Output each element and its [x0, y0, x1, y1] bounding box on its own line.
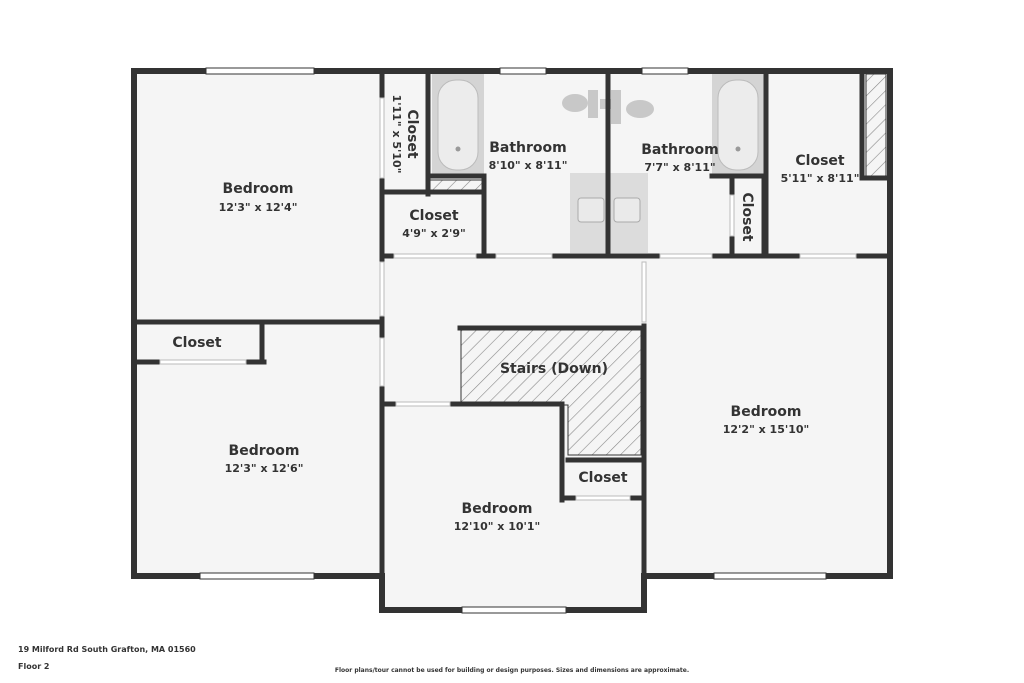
room-dims-bathroom-1: 8'10" x 8'11": [489, 159, 568, 172]
room-dims-bedroom-east: 12'2" x 15'10": [723, 423, 810, 436]
room-name-bathroom-2: Bathroom: [641, 142, 719, 158]
room-name-closet-center: Closet: [578, 470, 628, 486]
closet-shelf-bath: [429, 179, 485, 191]
room-name-stairs: Stairs (Down): [500, 361, 608, 377]
room-name-bedroom-center: Bedroom: [462, 501, 533, 517]
room-name-closet-bath2: Closet: [739, 192, 755, 242]
room-name-bedroom-sw: Bedroom: [229, 443, 300, 459]
door-openings: [159, 97, 857, 501]
room-name-closet-sw: Closet: [172, 335, 222, 351]
room-name-bathroom-1: Bathroom: [489, 140, 567, 156]
room-name-closet-hall: Closet: [409, 208, 459, 224]
bathtub-1: [432, 74, 484, 176]
room-dims-bedroom-sw: 12'3" x 12'6": [225, 462, 304, 475]
bathtub-2: [712, 74, 764, 176]
toilets: [562, 90, 654, 124]
room-dims-bedroom-center: 12'10" x 10'1": [454, 520, 541, 533]
walls: [131, 68, 893, 613]
property-address: 19 Milford Rd South Grafton, MA 01560: [18, 645, 196, 654]
room-name-bedroom-nw: Bedroom: [223, 181, 294, 197]
room-dims-closet-ne: 5'11" x 8'11": [781, 172, 860, 185]
room-dims-closet-vertical: 1'11" x 5'10": [390, 95, 403, 174]
room-name-closet-ne: Closet: [795, 153, 845, 169]
room-dims-bathroom-2: 7'7" x 8'11": [644, 161, 715, 174]
room-name-bedroom-east: Bedroom: [731, 404, 802, 420]
floor-label: Floor 2: [18, 662, 50, 671]
closet-shelf-ne: [865, 73, 887, 177]
windows: [199, 67, 827, 614]
room-dims-bedroom-nw: 12'3" x 12'4": [219, 201, 298, 214]
room-name-closet-vertical: Closet: [404, 109, 420, 159]
room-dims-closet-hall: 4'9" x 2'9": [402, 227, 466, 240]
disclaimer: Floor plans/tour cannot be used for buil…: [334, 667, 690, 674]
